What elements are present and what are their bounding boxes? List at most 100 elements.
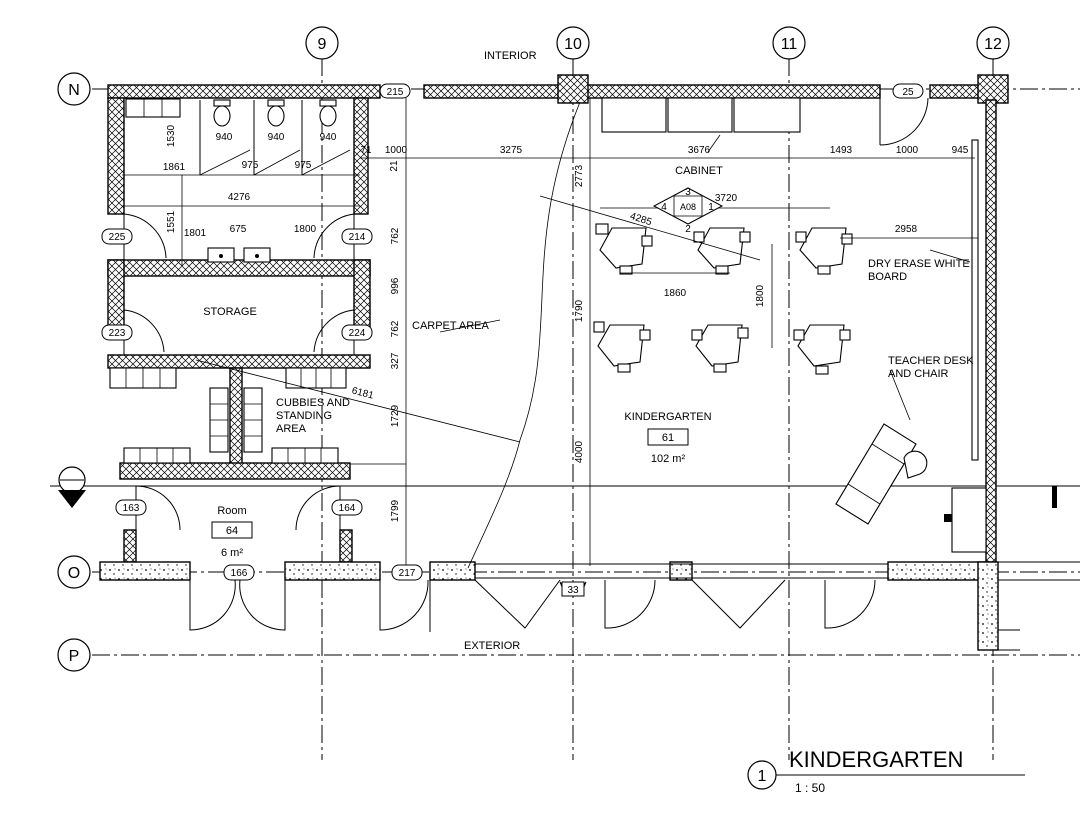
toilet-icon (319, 99, 337, 127)
svg-text:64: 64 (226, 525, 238, 537)
svg-text:STANDING: STANDING (276, 410, 332, 422)
svg-text:N: N (68, 82, 80, 99)
door-tag: 164 (331, 499, 363, 516)
svg-text:1800: 1800 (294, 224, 317, 235)
table-with-chairs (795, 227, 853, 275)
svg-text:AND CHAIR: AND CHAIR (888, 368, 949, 380)
svg-text:945: 945 (952, 145, 969, 156)
svg-text:163: 163 (123, 503, 140, 514)
tables (593, 223, 853, 375)
svg-text:166: 166 (231, 568, 248, 579)
table-with-chairs (593, 321, 651, 373)
dimension-texts: 940 940 940 1530 1861 975 975 71 1000 21… (163, 124, 969, 522)
svg-text:3275: 3275 (500, 145, 523, 156)
svg-text:21: 21 (389, 160, 400, 172)
svg-text:1530: 1530 (166, 124, 177, 147)
svg-text:2958: 2958 (895, 224, 918, 235)
svg-text:1790: 1790 (574, 299, 585, 322)
svg-text:224: 224 (349, 328, 366, 339)
svg-text:1800: 1800 (755, 284, 766, 307)
cabinet-east (944, 487, 987, 553)
svg-text:CARPET AREA: CARPET AREA (412, 320, 489, 332)
room-tag-room: Room 64 6 m² (211, 505, 253, 559)
door-tag: 225 (101, 228, 133, 245)
svg-text:3720: 3720 (715, 193, 738, 204)
grid-bubble-12: 12 (976, 26, 1010, 60)
door-tags: 215 25 225 214 223 224 163 164 166 217 3… (101, 83, 924, 597)
svg-text:1: 1 (758, 768, 767, 785)
grid-bubble-11: 11 (772, 26, 806, 60)
svg-text:TEACHER DESK: TEACHER DESK (888, 355, 974, 367)
svg-text:1000: 1000 (385, 145, 408, 156)
svg-text:INTERIOR: INTERIOR (484, 50, 537, 62)
svg-text:33: 33 (567, 585, 579, 596)
svg-text:1: 1 (708, 202, 714, 213)
svg-text:25: 25 (902, 87, 914, 98)
svg-text:61: 61 (662, 432, 674, 444)
door-tag: 214 (341, 228, 373, 245)
svg-text:3676: 3676 (688, 145, 711, 156)
door-tag: 33 (559, 581, 587, 597)
svg-text:1799: 1799 (390, 499, 401, 522)
svg-text:P: P (69, 648, 80, 665)
cabinet-units (601, 97, 801, 133)
svg-text:327: 327 (390, 352, 401, 369)
svg-text:1000: 1000 (896, 145, 919, 156)
svg-text:A08: A08 (680, 202, 696, 212)
svg-text:DRY ERASE WHITE: DRY ERASE WHITE (868, 258, 970, 270)
drawing-title: 1 KINDERGARTEN 1 : 50 (747, 747, 1025, 795)
svg-text:102 m²: 102 m² (651, 453, 686, 465)
svg-text:EXTERIOR: EXTERIOR (464, 640, 520, 652)
table-with-chairs (595, 223, 653, 275)
table-with-chairs (793, 324, 851, 375)
svg-text:3: 3 (685, 187, 691, 198)
svg-text:1 : 50: 1 : 50 (795, 781, 825, 795)
svg-text:10: 10 (564, 36, 582, 53)
grid-bubble-p: P (57, 638, 91, 672)
whiteboard (971, 139, 979, 461)
grid-bubble-10: 10 (556, 26, 590, 60)
cubby-units (109, 367, 347, 464)
svg-text:CUBBIES AND: CUBBIES AND (276, 397, 350, 409)
svg-text:STORAGE: STORAGE (203, 306, 257, 318)
svg-text:4285: 4285 (628, 211, 653, 228)
svg-text:11: 11 (781, 36, 798, 53)
svg-text:223: 223 (109, 328, 126, 339)
svg-text:975: 975 (295, 160, 312, 171)
door-tag: 224 (341, 324, 373, 341)
svg-text:217: 217 (399, 568, 416, 579)
svg-text:225: 225 (109, 232, 126, 243)
svg-text:4276: 4276 (228, 192, 251, 203)
chair-icon (903, 450, 928, 479)
svg-text:KINDERGARTEN: KINDERGARTEN (624, 411, 711, 423)
svg-text:2773: 2773 (574, 164, 585, 187)
svg-text:940: 940 (216, 132, 233, 143)
svg-text:BOARD: BOARD (868, 271, 907, 283)
toilet-icon (213, 99, 231, 127)
svg-text:71: 71 (360, 145, 372, 156)
table-type-tag: 3 4 A08 1 2 (652, 187, 724, 235)
door-tag: 217 (391, 564, 423, 581)
toilet-stalls (125, 98, 355, 263)
svg-text:Room: Room (217, 505, 246, 517)
svg-text:1493: 1493 (830, 145, 853, 156)
door-tag: 163 (115, 499, 147, 516)
svg-text:2: 2 (685, 224, 691, 235)
door-tag: 166 (223, 564, 255, 581)
section-marker-icon (58, 466, 86, 508)
svg-text:4: 4 (661, 202, 667, 213)
svg-text:996: 996 (390, 277, 401, 294)
teacher-desk (835, 423, 917, 525)
toilet-icon (267, 99, 285, 127)
svg-text:762: 762 (390, 320, 401, 337)
grid-bubble-9: 9 (305, 26, 339, 60)
door-tag: 215 (379, 83, 411, 99)
door-tag: 223 (101, 324, 133, 341)
svg-text:762: 762 (390, 227, 401, 244)
sink-icon (207, 247, 235, 263)
grid-bubble-o: O (57, 555, 91, 589)
svg-text:1861: 1861 (163, 162, 186, 173)
svg-text:675: 675 (230, 224, 247, 235)
svg-text:12: 12 (984, 36, 1002, 53)
